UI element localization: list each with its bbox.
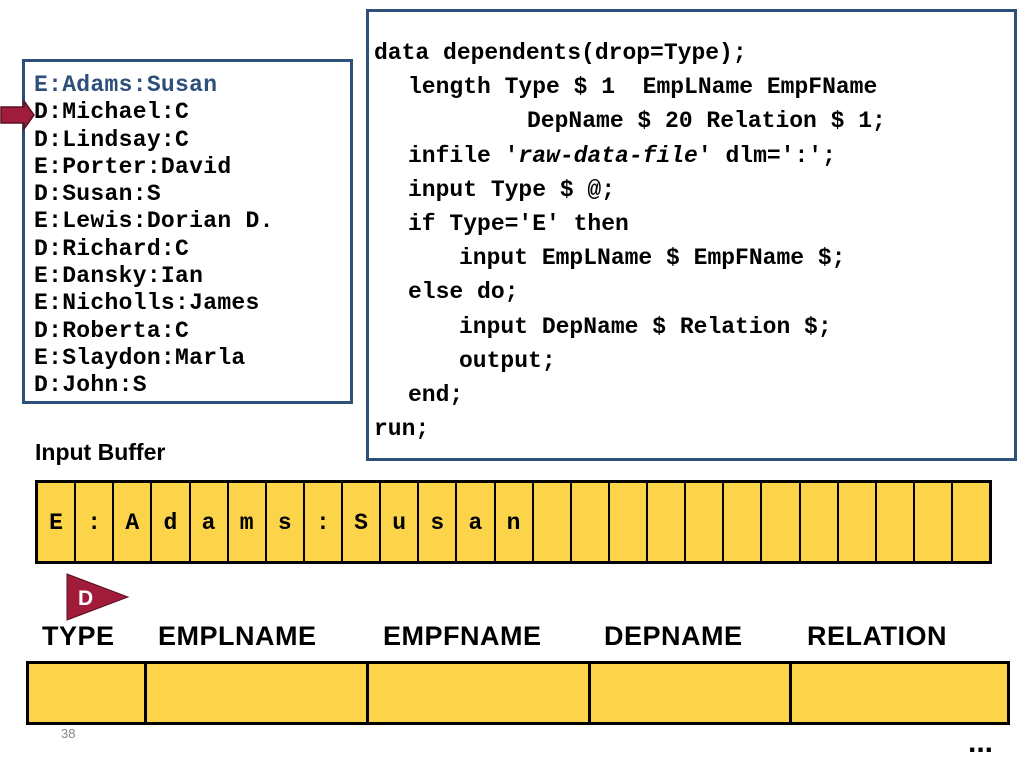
pdv-divider [789,664,792,722]
pdv-headers: TYPE EMPLNAME EMPFNAME DEPNAME RELATION [26,621,1010,661]
code-line: infile 'raw-data-file' dlm=':'; [374,139,886,173]
buffer-cell: E [38,483,77,561]
code-line: if Type='E' then [408,211,629,238]
buffer-cell: d [152,483,191,561]
pdv-header-type: TYPE [42,621,115,651]
pdv-divider [588,664,591,722]
pdv-header-empfname: EMPFNAME [383,621,542,651]
pdv-header-emplname: EMPLNAME [158,621,317,651]
pdv-header-relation: RELATION [807,621,947,651]
raw-line: D:Lindsay:C [34,126,190,153]
buffer-cell [648,483,687,561]
raw-line: E:Slaydon:Marla [34,344,246,371]
code-lines: data dependents(drop=Type); length Type … [374,36,886,446]
buffer-cell: s [267,483,305,561]
pdv-header-depname: DEPNAME [604,621,743,651]
code-line: end; [408,382,464,409]
buffer-cell: S [343,483,382,561]
pdv-divider [144,664,147,722]
raw-line: E:Nicholls:James [34,290,260,317]
buffer-cell [915,483,953,561]
buffer-cell: : [76,483,115,561]
buffer-cell: m [229,483,267,561]
code-fragment: ' dlm=':'; [697,142,836,169]
buffer-cell [534,483,572,561]
buffer-cell [572,483,610,561]
buffer-cell: n [496,483,534,561]
raw-line: D:John:S [34,372,147,399]
raw-line: E:Porter:David [34,153,232,180]
continuation-ellipsis: ... [968,726,994,759]
buffer-cell: s [419,483,458,561]
raw-line: D:Richard:C [34,235,190,262]
buffer-cell [839,483,877,561]
code-box: data dependents(drop=Type); length Type … [366,9,1017,461]
record-pointer-arrow-icon [0,98,35,132]
buffer-cell [686,483,725,561]
column-pointer-label: D [78,587,94,610]
code-fragment-italic: raw-data-file [518,142,698,169]
code-line: output; [459,347,556,374]
code-line: else do; [408,279,519,306]
buffer-cell: a [457,483,496,561]
buffer-cell [877,483,915,561]
buffer-cell: u [381,483,420,561]
buffer-cell [610,483,648,561]
raw-line: E:Dansky:Ian [34,263,204,290]
code-line: length Type $ 1 EmpLName EmpFName [408,74,878,101]
raw-data-lines: E:Adams:Susan D:Michael:C D:Lindsay:C E:… [34,72,274,400]
input-buffer-label: Input Buffer [35,439,166,465]
code-line: input EmpLName $ EmpFName $; [459,245,846,272]
code-fragment: infile ' [408,142,519,169]
slide-number: 38 [61,726,76,741]
pdv [26,661,1010,725]
pdv-divider [366,664,369,722]
buffer-cell: : [305,483,343,561]
raw-line: D:Roberta:C [34,317,190,344]
buffer-cell [724,483,763,561]
code-line: DepName $ 20 Relation $ 1; [527,108,886,135]
code-line: input DepName $ Relation $; [459,313,832,340]
raw-line: D:Michael:C [34,99,190,126]
code-line: run; [374,416,430,443]
buffer-cell [801,483,839,561]
raw-line: E:Adams:Susan [34,72,218,98]
code-line: data dependents(drop=Type); [374,40,747,66]
raw-data-box: E:Adams:Susan D:Michael:C D:Lindsay:C E:… [22,59,353,404]
column-pointer-icon [66,573,130,621]
buffer-cell [762,483,801,561]
buffer-cell: A [114,483,153,561]
buffer-cell: a [191,483,229,561]
raw-line: E:Lewis:Dorian D. [34,208,274,235]
raw-line: D:Susan:S [34,181,161,208]
code-line: input Type $ @; [408,176,616,203]
buffer-cell [953,483,989,561]
